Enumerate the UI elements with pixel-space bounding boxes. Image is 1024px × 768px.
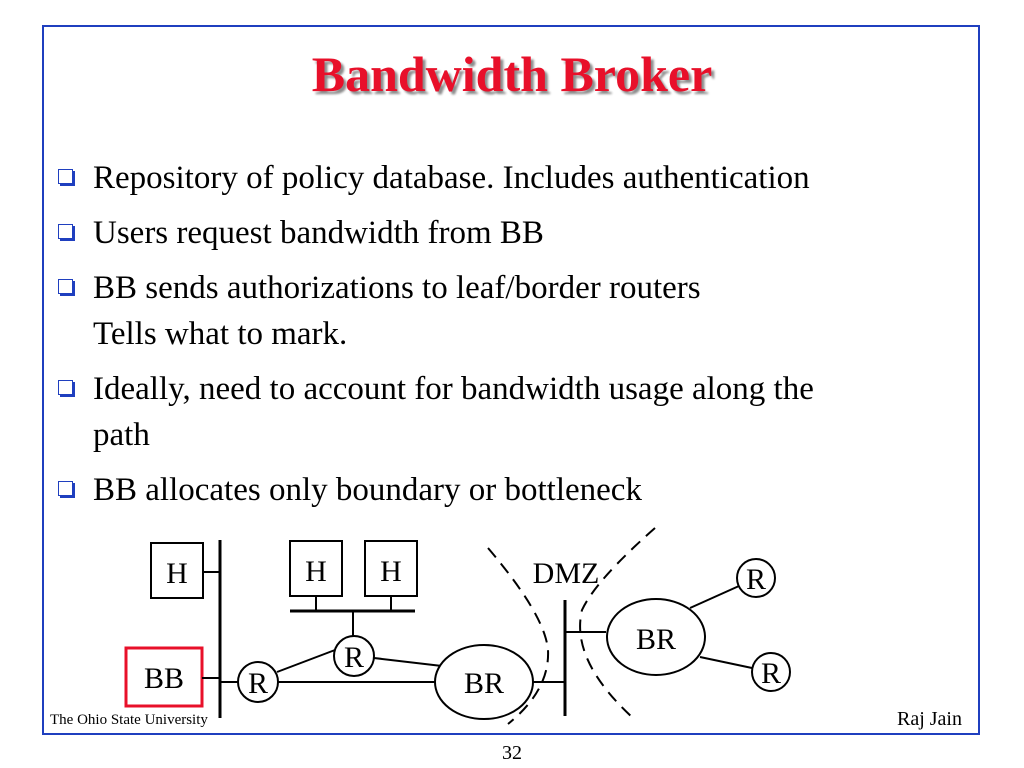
bullet-text: BB allocates only boundary or bottleneck bbox=[93, 472, 642, 508]
bullet-square-icon bbox=[58, 279, 73, 294]
dmz-boundary-line bbox=[487, 547, 550, 725]
bullet-square-icon bbox=[58, 481, 73, 496]
footer-author: Raj Jain bbox=[897, 708, 962, 730]
bullet-text: Ideally, need to account for bandwidth u… bbox=[93, 371, 814, 407]
bullet-text: BB sends authorizations to leaf/border r… bbox=[93, 270, 701, 306]
router-node bbox=[333, 635, 375, 677]
host-box bbox=[150, 542, 204, 599]
host-box bbox=[289, 540, 343, 597]
bullet-item: Users request bandwidth from BB bbox=[58, 210, 978, 256]
slide-title: Bandwidth Broker bbox=[311, 46, 713, 102]
bb-label: BB bbox=[144, 662, 184, 695]
bullet-text-continuation: Tells what to mark. bbox=[93, 316, 348, 352]
border-router-label: BR bbox=[636, 623, 676, 656]
bullet-square-icon bbox=[58, 380, 73, 395]
bullet-text-continuation: path bbox=[93, 417, 150, 453]
router-label: R bbox=[746, 563, 766, 596]
slide-frame bbox=[42, 25, 980, 735]
router-label: R bbox=[248, 667, 268, 700]
router-label: R bbox=[344, 641, 364, 674]
router-node bbox=[736, 558, 776, 598]
link-line bbox=[373, 657, 443, 667]
bullet-item: BB allocates only boundary or bottleneck bbox=[58, 467, 978, 513]
host-label: H bbox=[380, 555, 402, 588]
router-node bbox=[751, 652, 791, 692]
dmz-label: DMZ bbox=[533, 557, 600, 590]
bullet-item: Ideally, need to account for bandwidth u… bbox=[58, 366, 978, 458]
bullet-item: BB sends authorizations to leaf/border r… bbox=[58, 265, 978, 357]
link-line bbox=[276, 649, 336, 673]
bullet-item: Repository of policy database. Includes … bbox=[58, 155, 978, 201]
dmz-boundary-line bbox=[579, 527, 656, 719]
bullet-text: Repository of policy database. Includes … bbox=[93, 160, 810, 196]
host-label: H bbox=[166, 557, 188, 590]
router-label: R bbox=[761, 657, 781, 690]
bullet-square-icon bbox=[58, 169, 73, 184]
bullet-list: Repository of policy database. Includes … bbox=[58, 155, 978, 522]
host-label: H bbox=[305, 555, 327, 588]
bullet-text: Users request bandwidth from BB bbox=[93, 215, 544, 251]
link-line bbox=[689, 585, 740, 609]
bullet-square-icon bbox=[58, 224, 73, 239]
border-router-label: BR bbox=[464, 667, 504, 700]
footer-institution: The Ohio State University bbox=[50, 712, 208, 728]
border-router-node bbox=[606, 598, 706, 676]
bandwidth-broker-box bbox=[124, 646, 204, 708]
page-number: 32 bbox=[502, 742, 522, 764]
link-line bbox=[699, 656, 753, 669]
